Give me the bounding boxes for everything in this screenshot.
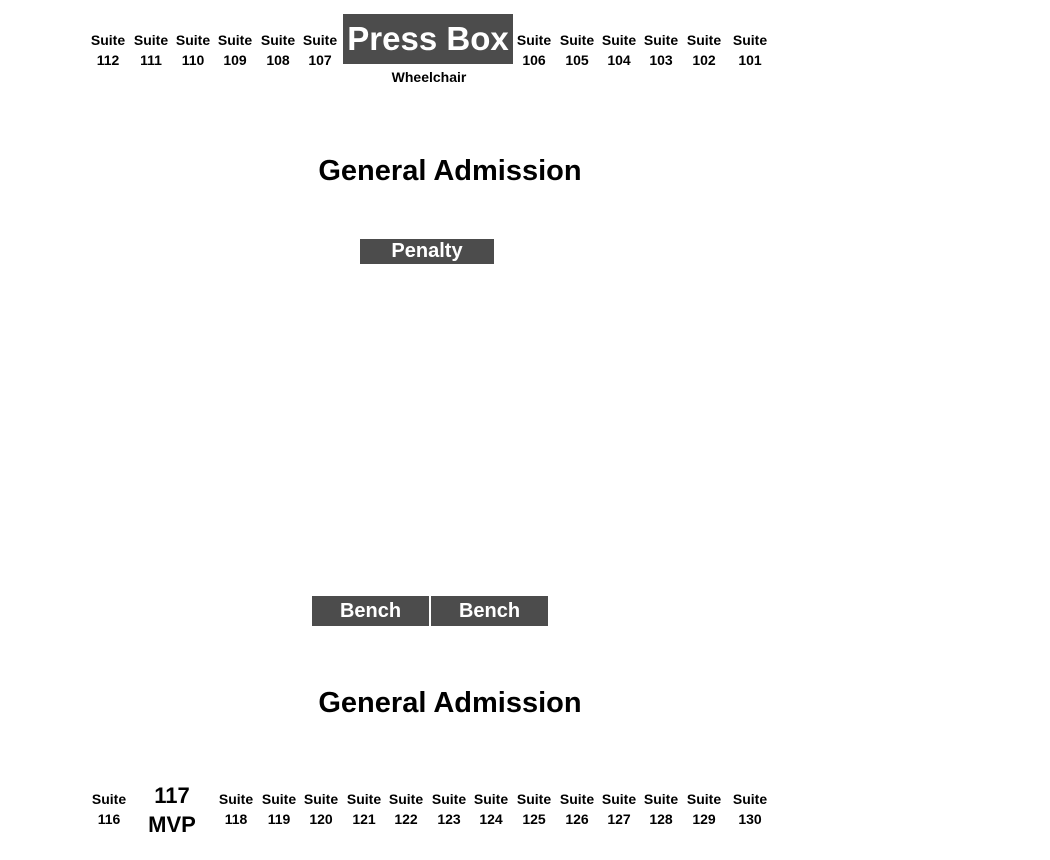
suite-112[interactable]: Suite 112 [86,30,130,70]
suite-number: 121 [352,811,376,827]
suite-126[interactable]: Suite 126 [555,789,599,829]
suite-number: 123 [437,811,461,827]
suite-119[interactable]: Suite 119 [257,789,301,829]
suite-117-mvp[interactable]: 117 MVP [140,781,204,839]
suite-word: Suite [559,32,595,48]
suite-word: Suite [431,791,467,807]
suite-101[interactable]: Suite 101 [728,30,772,70]
suite-number: 112 [96,52,120,68]
bench-right[interactable]: Bench [431,596,548,626]
penalty-box[interactable]: Penalty [360,239,494,264]
suite-word: Suite [388,791,424,807]
suite-number: 107 [308,52,332,68]
suite-109[interactable]: Suite 109 [213,30,257,70]
suite-word: Suite [261,791,297,807]
suite-number: 103 [649,52,673,68]
suite-word: Suite [601,791,637,807]
suite-number: 127 [607,811,631,827]
suite-110[interactable]: Suite 110 [171,30,215,70]
suite-number: 119 [267,811,291,827]
suite-number: 122 [394,811,418,827]
suite-121[interactable]: Suite 121 [342,789,386,829]
mvp-suite-number: 117 [154,783,190,808]
wheelchair-label: Wheelchair [391,69,467,85]
bench-left[interactable]: Bench [312,596,429,626]
suite-number: 105 [565,52,589,68]
suite-word: Suite [303,791,339,807]
suite-number: 111 [140,52,162,68]
suite-word: Suite [133,32,169,48]
suite-127[interactable]: Suite 127 [597,789,641,829]
suite-word: Suite [732,791,768,807]
suite-120[interactable]: Suite 120 [299,789,343,829]
suite-122[interactable]: Suite 122 [384,789,428,829]
suite-number: 101 [738,52,762,68]
suite-number: 104 [607,52,631,68]
press-box[interactable]: Press Box [343,14,513,64]
suite-word: Suite [302,32,338,48]
suite-word: Suite [218,791,254,807]
suite-word: Suite [686,32,722,48]
suite-number: 108 [266,52,290,68]
suite-111[interactable]: Suite 111 [129,30,173,70]
suite-102[interactable]: Suite 102 [682,30,726,70]
suite-number: 124 [479,811,503,827]
suite-word: Suite [90,32,126,48]
suite-word: Suite [260,32,296,48]
suite-129[interactable]: Suite 129 [682,789,726,829]
suite-word: Suite [643,32,679,48]
suite-number: 106 [522,52,546,68]
suite-number: 120 [309,811,333,827]
suite-number: 130 [738,811,762,827]
suite-number: 125 [522,811,546,827]
suite-number: 110 [181,52,205,68]
suite-word: Suite [643,791,679,807]
suite-108[interactable]: Suite 108 [256,30,300,70]
suite-106[interactable]: Suite 106 [512,30,556,70]
suite-128[interactable]: Suite 128 [639,789,683,829]
suite-107[interactable]: Suite 107 [298,30,342,70]
suite-word: Suite [732,32,768,48]
general-admission-bottom[interactable]: General Admission [318,687,582,719]
suite-118[interactable]: Suite 118 [214,789,258,829]
suite-number: 129 [692,811,716,827]
suite-number: 102 [692,52,716,68]
suite-105[interactable]: Suite 105 [555,30,599,70]
general-admission-top[interactable]: General Admission [318,155,582,187]
mvp-label: MVP [148,812,196,837]
suite-123[interactable]: Suite 123 [427,789,471,829]
suite-word: Suite [601,32,637,48]
suite-103[interactable]: Suite 103 [639,30,683,70]
suite-130[interactable]: Suite 130 [728,789,772,829]
suite-104[interactable]: Suite 104 [597,30,641,70]
suite-number: 116 [97,811,121,827]
suite-word: Suite [346,791,382,807]
suite-word: Suite [686,791,722,807]
suite-number: 109 [223,52,247,68]
suite-word: Suite [217,32,253,48]
suite-125[interactable]: Suite 125 [512,789,556,829]
suite-word: Suite [175,32,211,48]
suite-116[interactable]: Suite 116 [87,789,131,829]
suite-word: Suite [516,32,552,48]
suite-number: 118 [224,811,248,827]
suite-number: 128 [649,811,673,827]
suite-number: 126 [565,811,589,827]
suite-124[interactable]: Suite 124 [469,789,513,829]
suite-word: Suite [559,791,595,807]
suite-word: Suite [516,791,552,807]
suite-word: Suite [473,791,509,807]
suite-word: Suite [91,791,127,807]
